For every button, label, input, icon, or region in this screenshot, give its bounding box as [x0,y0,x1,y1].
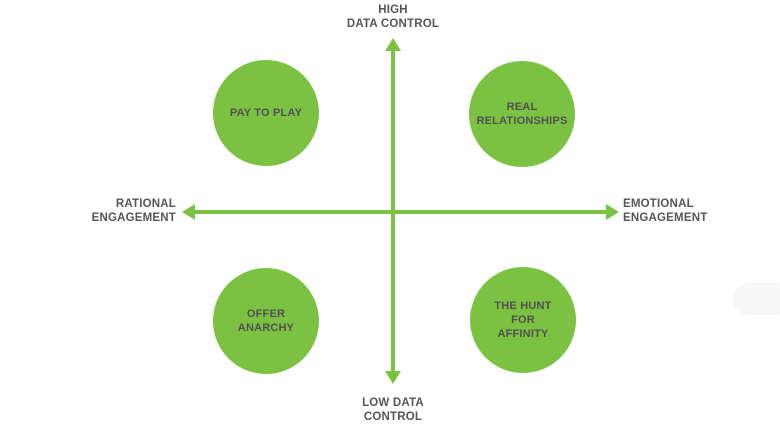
quadrant-circle-pay-to-play: PAY TO PLAY [213,60,319,166]
quadrant-circle-offer-anarchy: OFFER ANARCHY [213,268,319,374]
axis-label-rational-engagement: RATIONAL ENGAGEMENT [70,197,176,225]
quadrant-label-line: OFFER [246,308,286,320]
background-decoration [733,283,780,315]
axis-label-low-data-control: LOW DATA CONTROL [330,396,456,424]
up-arrowhead [385,38,401,51]
quadrant-label-line: PAY TO PLAY [229,107,303,119]
down-arrowhead [385,371,401,384]
axis-label-line: ENGAGEMENT [91,212,176,224]
axis-label-line: RATIONAL [115,198,176,210]
quadrant-label-line: AFFINITY [497,328,549,340]
axis-label-line: CONTROL [363,411,423,423]
left-arrowhead [182,204,195,220]
quadrant-label-line: THE HUNT [494,300,552,312]
quadrant-label-line: FOR [511,314,535,326]
quadrant-circle-real-relationships: REAL RELATIONSHIPS [469,61,575,167]
axis-label-emotional-engagement: EMOTIONAL ENGAGEMENT [623,197,743,225]
axis-label-line: ENGAGEMENT [623,212,708,224]
axis-label-line: HIGH [378,4,408,16]
quadrant-label-line: REAL [506,101,538,113]
axis-label-line: DATA CONTROL [346,18,440,30]
quadrant-label-line: ANARCHY [237,322,295,334]
quadrant-label-line: RELATIONSHIPS [476,115,568,127]
axis-label-line: EMOTIONAL [623,198,694,210]
axis-label-line: LOW DATA [362,397,424,409]
right-arrowhead [606,204,619,220]
axis-label-high-data-control: HIGH DATA CONTROL [330,3,456,31]
quadrant-circle-hunt-for-affinity: THE HUNT FOR AFFINITY [470,267,576,373]
